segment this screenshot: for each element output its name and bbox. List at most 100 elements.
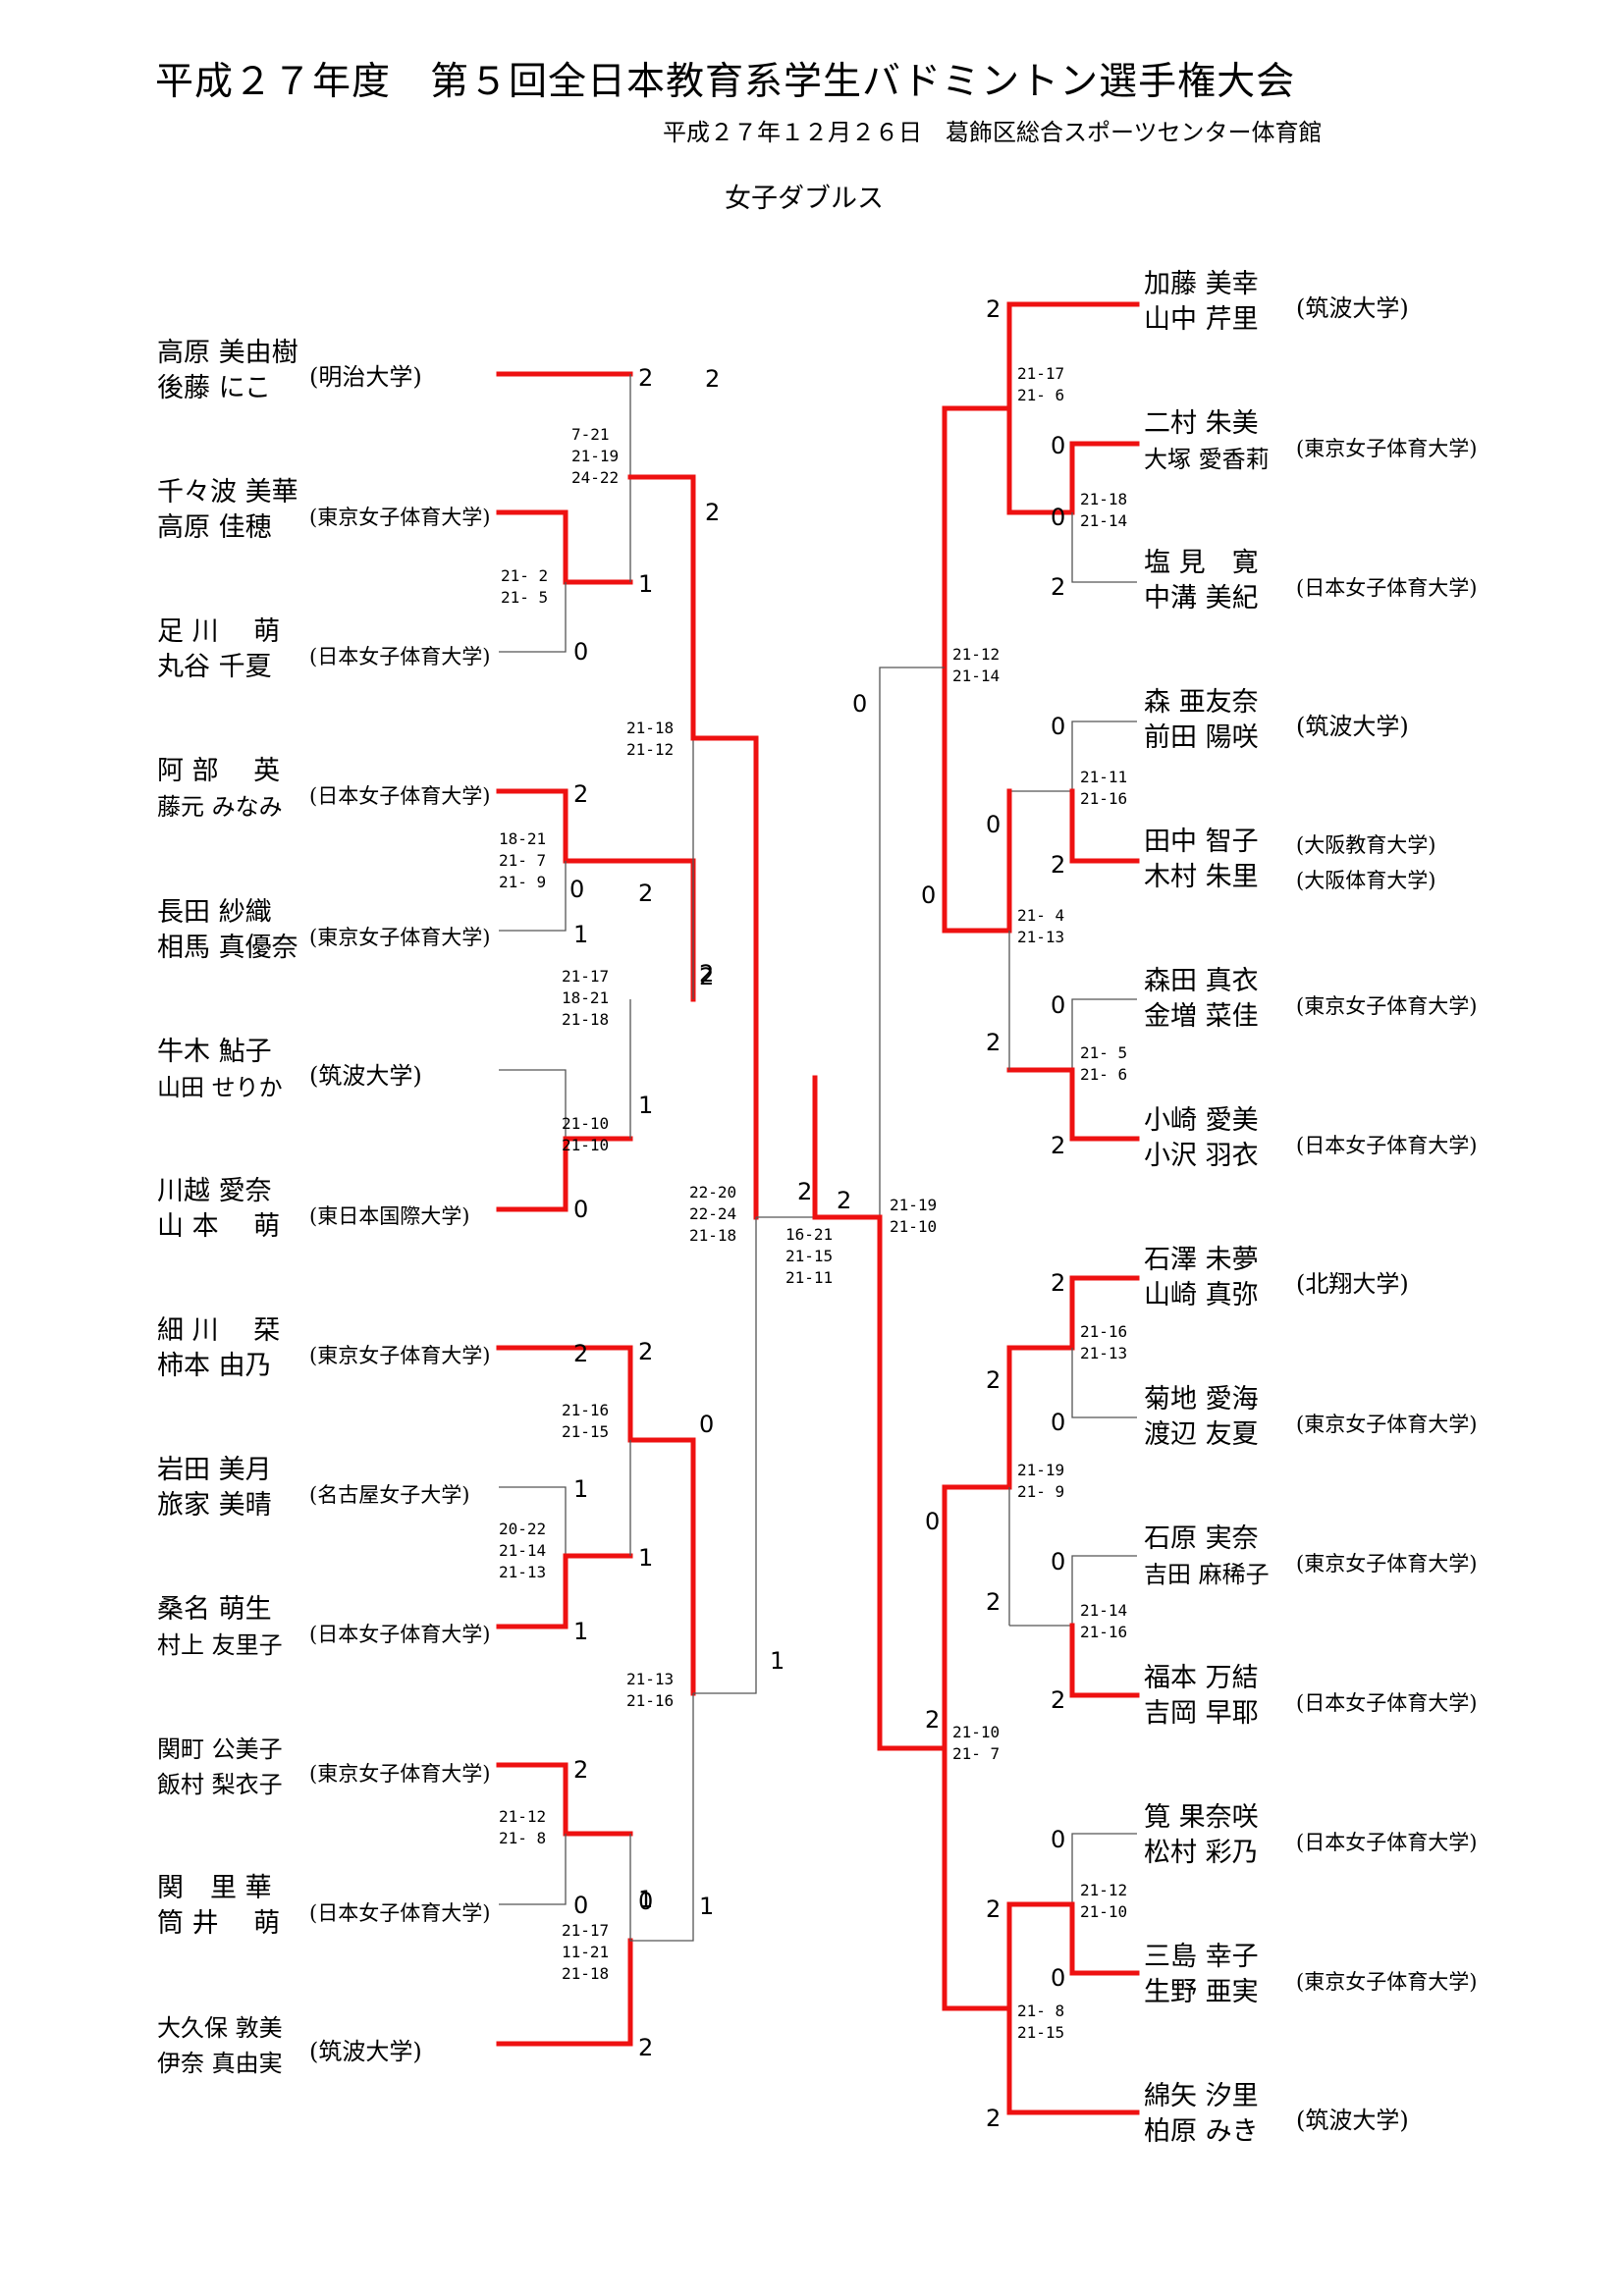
right-team-4-player-2: 前田 陽咲 [1144, 722, 1259, 753]
game-score-21-line-2: 21-13 [1080, 1344, 1127, 1362]
left-team-1-player-1: 高原 美由樹 [157, 338, 298, 368]
right-line-r3a [879, 667, 945, 1217]
left-team-8-player-2: 柿本 由乃 [157, 1351, 272, 1381]
game-score-24-line-2: 21- 7 [952, 1744, 1000, 1763]
game-score-5-line-1: 21-17 [562, 967, 609, 986]
right-line-team-14 [1006, 2005, 1140, 2115]
game-score-5-line-2: 18-21 [562, 988, 609, 1007]
game-score-25-line-2: 21-10 [1080, 1902, 1127, 1921]
left-team-1-player-2: 後藤 にこ [157, 373, 271, 403]
game-score-2-line-1: 21- 2 [501, 566, 548, 585]
left-team-8-player-1: 細 川 栞 [157, 1315, 280, 1346]
right-team-5-school-2: (大阪体育大学) [1296, 869, 1435, 892]
set-count-7: 0 [569, 876, 584, 903]
game-score-14-line-2: 21- 6 [1017, 386, 1064, 404]
set-count-1: 2 [638, 364, 653, 392]
left-line-team-4 [496, 788, 633, 864]
game-score-3-line-1: 21-18 [626, 719, 674, 737]
set-count-9: 2 [638, 880, 653, 907]
game-score-16-line-2: 21-14 [952, 667, 1000, 685]
right-team-10-player-2: 吉田 麻稀子 [1144, 1561, 1270, 1588]
game-score-9-line-2: 21-14 [499, 1541, 546, 1560]
game-score-19-line-1: 21- 5 [1080, 1043, 1127, 1062]
set-count-19: 1 [638, 1886, 653, 1913]
set-count-25: 1 [770, 1647, 785, 1675]
left-team-12-player-2: 筒 井 萌 [157, 1908, 280, 1939]
left-team-11-school: (東京女子体育大学) [309, 1762, 490, 1786]
game-score-12-line-3: 21-18 [562, 1964, 609, 1983]
game-score-26-line-1: 21- 8 [1017, 2002, 1064, 2020]
right-team-11-player-1: 福本 万結 [1144, 1663, 1259, 1693]
set-count-52: 2 [986, 2105, 1001, 2132]
game-score-1-line-3: 24-22 [571, 468, 619, 487]
left-line-team-10 [496, 1553, 633, 1629]
set-count-38: 2 [986, 1029, 1001, 1056]
game-score-10-line-1: 21-13 [626, 1670, 674, 1688]
right-line-team-4 [1009, 721, 1137, 792]
set-count-10: 2 [699, 963, 714, 990]
right-team-13-player-1: 三島 幸子 [1144, 1942, 1259, 1972]
left-team-3-player-2: 丸谷 千夏 [157, 652, 272, 682]
right-team-8-school: (北翔大学) [1296, 1270, 1409, 1298]
left-line-team-8 [496, 1345, 633, 1443]
left-team-11-player-1: 関町 公美子 [157, 1735, 283, 1763]
right-team-8-player-1: 石澤 未夢 [1144, 1245, 1259, 1275]
left-team-5-school: (東京女子体育大学) [309, 926, 490, 949]
right-team-4-school: (筑波大学) [1296, 713, 1409, 740]
right-team-14-school: (筑波大学) [1296, 2107, 1409, 2134]
left-team-6-school: (筑波大学) [309, 1062, 422, 1090]
set-count-40: 2 [1051, 1132, 1065, 1159]
right-line-r2d [942, 1745, 1012, 2011]
left-line-r2d [629, 1693, 694, 1942]
left-line-team-2 [496, 509, 633, 585]
right-line-team-10 [1009, 1555, 1137, 1627]
left-line-team-13 [496, 1938, 633, 2047]
left-team-7-player-1: 川越 愛奈 [157, 1176, 272, 1206]
game-score-7-line-2: 22-24 [689, 1204, 736, 1223]
set-count-28: 2 [837, 1187, 851, 1214]
set-count-18: 1 [573, 1618, 588, 1645]
date-venue: 平成２７年１２月２６日 葛飾区総合スポーツセンター体育館 [663, 119, 1323, 146]
left-team-7-school: (東日本国際大学) [309, 1204, 469, 1228]
set-count-6: 2 [573, 780, 588, 808]
set-count-15: 2 [638, 1338, 653, 1365]
right-team-14-player-2: 柏原 みき [1144, 2116, 1259, 2147]
game-score-20-line-1: 21-19 [890, 1196, 937, 1214]
set-count-44: 0 [925, 1508, 940, 1535]
left-line-team-12 [499, 1834, 567, 1905]
game-score-4-line-1: 18-21 [499, 829, 546, 848]
left-team-3-player-1: 足 川 萌 [157, 616, 280, 647]
left-team-13-school: (筑波大学) [309, 2038, 422, 2065]
right-team-2-player-1: 二村 朱美 [1144, 408, 1259, 439]
game-score-7-line-3: 21-18 [689, 1226, 736, 1245]
right-line-team-8 [1006, 1275, 1140, 1351]
left-team-2-school: (東京女子体育大学) [309, 506, 490, 529]
game-score-1-line-1: 7-21 [571, 425, 610, 444]
left-team-9-player-2: 旅家 美晴 [157, 1490, 272, 1521]
left-line-r3a [690, 735, 759, 1220]
right-team-12-school: (日本女子体育大学) [1296, 1831, 1477, 1854]
game-score-12-line-1: 21-17 [562, 1921, 609, 1940]
set-count-14: 2 [573, 1340, 588, 1367]
left-team-4-school: (日本女子体育大学) [309, 784, 490, 808]
right-team-5-school-1: (大阪教育大学) [1296, 833, 1435, 857]
right-team-5-player-2: 木村 朱里 [1144, 862, 1259, 892]
game-score-19-line-2: 21- 6 [1080, 1065, 1127, 1084]
left-team-7-player-2: 山 本 萌 [157, 1211, 280, 1242]
game-score-25-line-1: 21-12 [1080, 1881, 1127, 1899]
game-score-22-line-2: 21- 9 [1017, 1482, 1064, 1501]
game-score-6-line-2: 21-10 [562, 1136, 609, 1154]
left-team-12-school: (日本女子体育大学) [309, 1901, 490, 1925]
left-team-10-school: (日本女子体育大学) [309, 1623, 490, 1646]
game-score-13-line-2: 21-15 [785, 1247, 833, 1265]
game-score-4-line-3: 21- 9 [499, 873, 546, 891]
right-line-team-1 [1006, 301, 1140, 411]
left-team-1-school: (明治大学) [309, 363, 422, 391]
right-team-3-school: (日本女子体育大学) [1296, 576, 1477, 600]
set-count-8: 1 [573, 921, 588, 948]
right-team-7-player-2: 小沢 羽衣 [1144, 1141, 1259, 1171]
set-count-35: 0 [1051, 713, 1065, 740]
set-count-46: 2 [986, 1588, 1001, 1616]
game-score-22-line-1: 21-19 [1017, 1461, 1064, 1479]
set-count-26: 0 [638, 1888, 653, 1915]
